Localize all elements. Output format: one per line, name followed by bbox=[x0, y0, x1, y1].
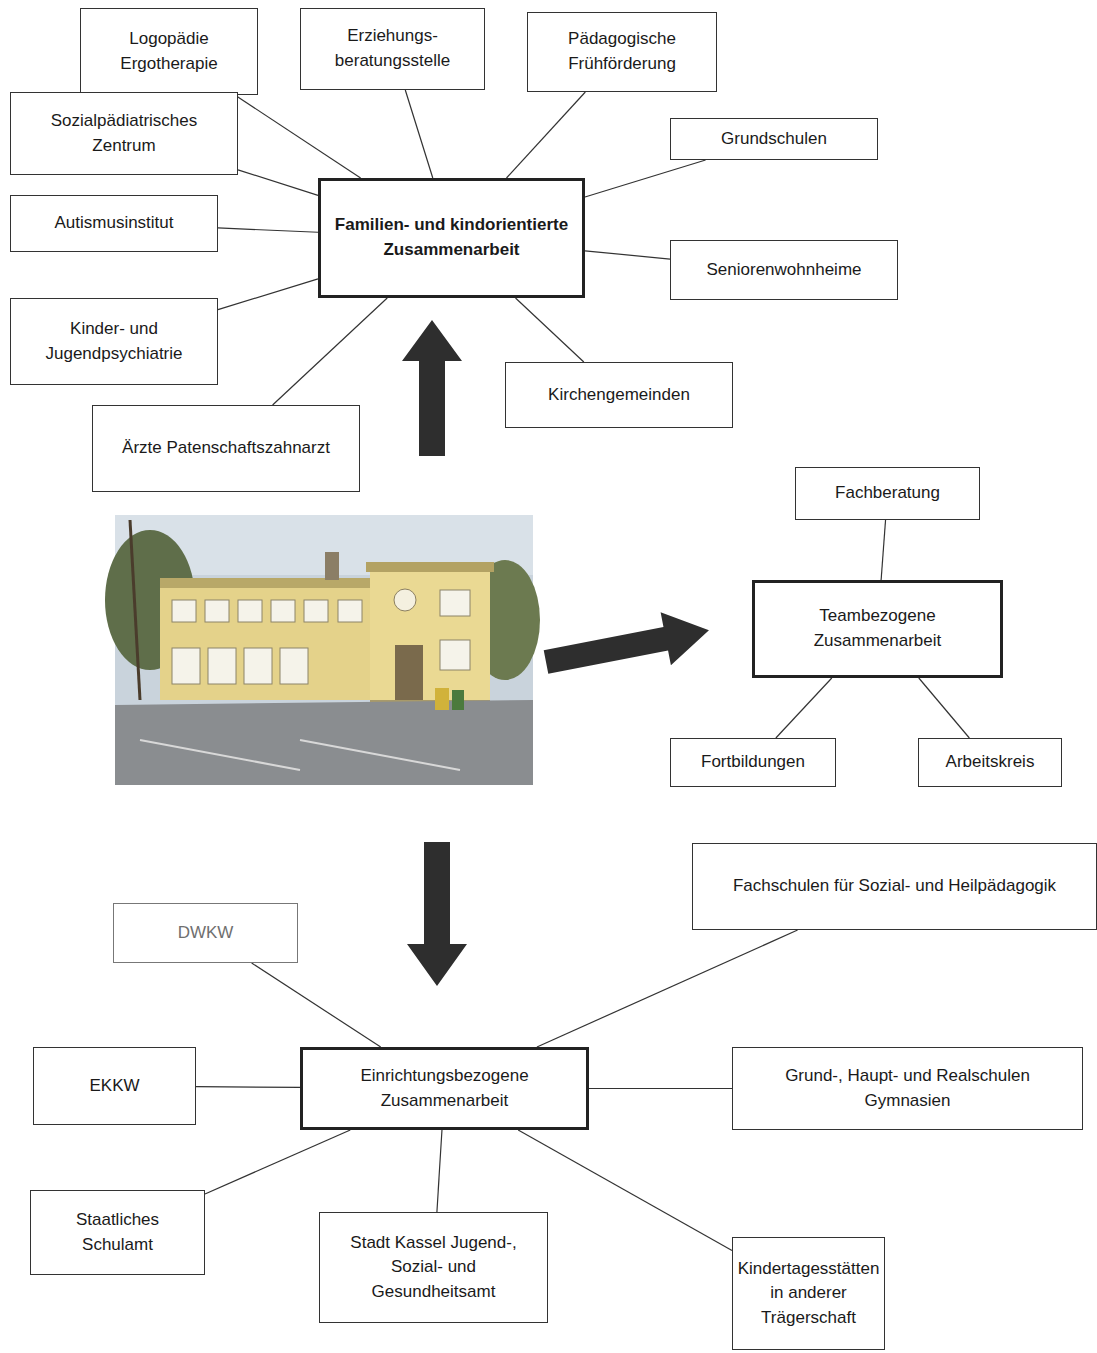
connector-line bbox=[205, 1130, 350, 1194]
text-group: Grundschulen bbox=[721, 127, 827, 152]
box-label: Grundschulen bbox=[721, 127, 827, 152]
text-group: Kirchengemeinden bbox=[548, 383, 690, 408]
hub-box: Teambezogene Zusammenarbeit bbox=[752, 580, 1003, 678]
connector-line bbox=[218, 279, 318, 310]
text-group: Grund-, Haupt- und Realschulen Gymnasien bbox=[743, 1064, 1072, 1113]
partner-box: Logopädie Ergotherapie bbox=[80, 8, 258, 95]
box-label: Kinder- und Jugendpsychiatrie bbox=[21, 317, 207, 366]
partner-box: Seniorenwohnheime bbox=[670, 240, 898, 300]
text-group: Fortbildungen bbox=[701, 750, 805, 775]
text-group: Staatliches Schulamt bbox=[41, 1208, 194, 1257]
partner-box: Staatliches Schulamt bbox=[30, 1190, 205, 1275]
connector-line bbox=[437, 1130, 442, 1212]
text-group: Stadt Kassel Jugend-, Sozial- und Gesund… bbox=[330, 1231, 537, 1305]
text-group: Ärzte Patenschaftszahnarzt bbox=[122, 436, 330, 461]
box-label: Staatliches Schulamt bbox=[41, 1208, 194, 1257]
box-label: Fachberatung bbox=[835, 481, 940, 506]
connector-line bbox=[589, 1088, 732, 1089]
partner-box: DWKW bbox=[113, 903, 298, 963]
partner-box: Grundschulen bbox=[670, 118, 878, 160]
text-group: Logopädie Ergotherapie bbox=[91, 27, 247, 76]
text-group: Teambezogene Zusammenarbeit bbox=[765, 604, 990, 653]
connector-line bbox=[405, 90, 432, 178]
connector-line bbox=[518, 1130, 732, 1250]
partner-box: Fachschulen für Sozial- und Heilpädagogi… bbox=[692, 843, 1097, 930]
connector-line bbox=[537, 930, 798, 1047]
connector-line bbox=[776, 678, 832, 738]
box-label: Kindertagesstätten in anderer Trägerscha… bbox=[738, 1257, 880, 1331]
box-label: Autismusinstitut bbox=[54, 211, 173, 236]
text-group: Kindertagesstätten in anderer Trägerscha… bbox=[738, 1257, 880, 1331]
text-group: Fachschulen für Sozial- und Heilpädagogi… bbox=[733, 874, 1056, 899]
text-group: Erziehungs- beratungsstelle bbox=[311, 24, 474, 73]
connector-line bbox=[585, 251, 670, 259]
text-group: Sozialpädiatrisches Zentrum bbox=[21, 109, 227, 158]
box-label: Teambezogene Zusammenarbeit bbox=[765, 604, 990, 653]
partner-box: Kinder- und Jugendpsychiatrie bbox=[10, 298, 218, 385]
connector-line bbox=[252, 963, 381, 1047]
hub-box: Einrichtungsbezogene Zusammenarbeit bbox=[300, 1047, 589, 1130]
partner-box: Sozialpädiatrisches Zentrum bbox=[10, 92, 238, 175]
box-label: Grund-, Haupt- und Realschulen Gymnasien bbox=[743, 1064, 1072, 1113]
text-group: Familien- und kindorientierte Zusammenar… bbox=[331, 213, 572, 262]
box-label: Arbeitskreis bbox=[946, 750, 1035, 775]
text-group: EKKW bbox=[89, 1074, 139, 1099]
text-group: Seniorenwohnheime bbox=[707, 258, 862, 283]
partner-box: Kindertagesstätten in anderer Trägerscha… bbox=[732, 1237, 885, 1350]
text-group: Kinder- und Jugendpsychiatrie bbox=[21, 317, 207, 366]
partner-box: Ärzte Patenschaftszahnarzt bbox=[92, 405, 360, 492]
box-label: Logopädie Ergotherapie bbox=[91, 27, 247, 76]
partner-box: Fortbildungen bbox=[670, 738, 836, 787]
connector-line bbox=[507, 92, 586, 178]
connector-line bbox=[516, 298, 584, 362]
box-label: Kirchengemeinden bbox=[548, 383, 690, 408]
partner-box: Autismusinstitut bbox=[10, 195, 218, 252]
box-label: Einrichtungsbezogene Zusammenarbeit bbox=[313, 1064, 576, 1113]
text-group: Autismusinstitut bbox=[54, 211, 173, 236]
box-label: DWKW bbox=[178, 921, 234, 946]
connector-line bbox=[919, 678, 970, 738]
partner-box: Kirchengemeinden bbox=[505, 362, 733, 428]
text-group: Fachberatung bbox=[835, 481, 940, 506]
partner-box: EKKW bbox=[33, 1047, 196, 1125]
connector-line bbox=[238, 170, 318, 196]
box-label: Sozialpädiatrisches Zentrum bbox=[21, 109, 227, 158]
connector-line bbox=[235, 95, 361, 178]
box-label: EKKW bbox=[89, 1074, 139, 1099]
connector-line bbox=[273, 298, 388, 405]
text-group: Pädagogische Frühförderung bbox=[538, 27, 706, 76]
partner-box: Stadt Kassel Jugend-, Sozial- und Gesund… bbox=[319, 1212, 548, 1323]
box-label: Ärzte Patenschaftszahnarzt bbox=[122, 436, 330, 461]
box-label: Pädagogische Frühförderung bbox=[538, 27, 706, 76]
box-label: Seniorenwohnheime bbox=[707, 258, 862, 283]
box-label: Stadt Kassel Jugend-, Sozial- und Gesund… bbox=[330, 1231, 537, 1305]
box-label: Familien- und kindorientierte Zusammenar… bbox=[331, 213, 572, 262]
box-label: Erziehungs- beratungsstelle bbox=[311, 24, 474, 73]
text-group: Arbeitskreis bbox=[946, 750, 1035, 775]
partner-box: Grund-, Haupt- und Realschulen Gymnasien bbox=[732, 1047, 1083, 1130]
partner-box: Erziehungs- beratungsstelle bbox=[300, 8, 485, 90]
connector-line bbox=[196, 1086, 300, 1088]
partner-box: Arbeitskreis bbox=[918, 738, 1062, 787]
text-group: Einrichtungsbezogene Zusammenarbeit bbox=[313, 1064, 576, 1113]
connector-line bbox=[218, 228, 318, 232]
connector-line bbox=[881, 520, 885, 580]
building-photo bbox=[105, 515, 540, 785]
partner-box: Fachberatung bbox=[795, 467, 980, 520]
text-group: DWKW bbox=[178, 921, 234, 946]
box-label: Fachschulen für Sozial- und Heilpädagogi… bbox=[733, 874, 1056, 899]
partner-box: Pädagogische Frühförderung bbox=[527, 12, 717, 92]
connector-line bbox=[585, 160, 706, 197]
hub-box: Familien- und kindorientierte Zusammenar… bbox=[318, 178, 585, 298]
box-label: Fortbildungen bbox=[701, 750, 805, 775]
